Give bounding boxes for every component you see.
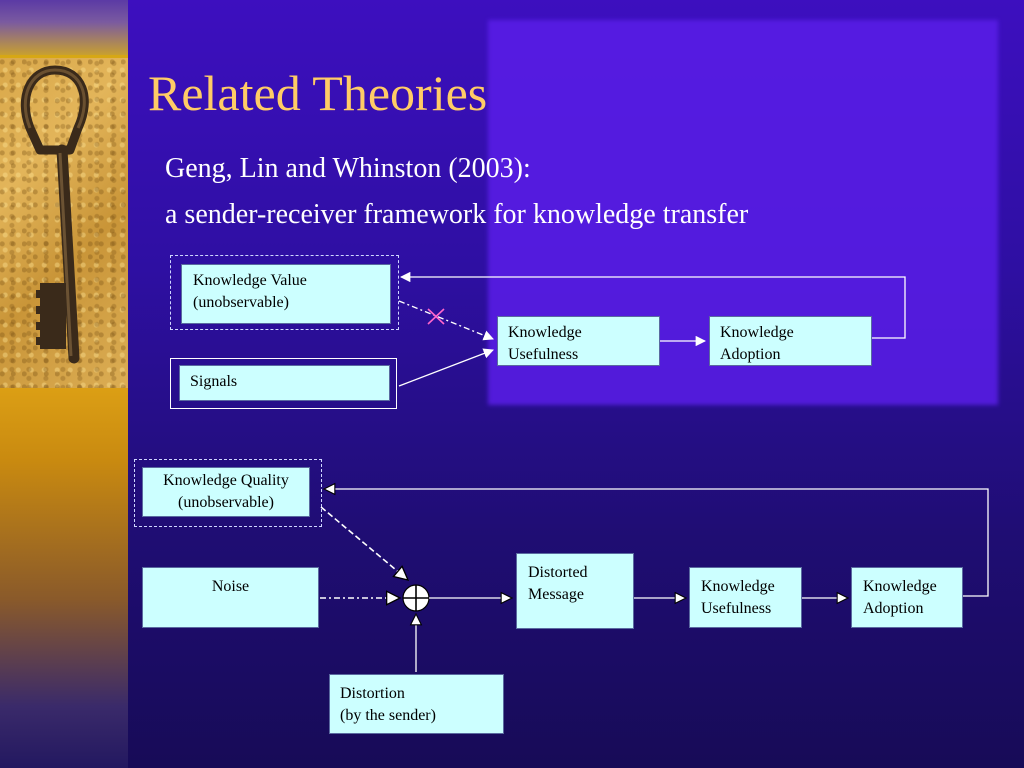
box-label: Knowledge (508, 324, 582, 341)
quality-to-combiner-arrow (320, 506, 408, 580)
box-label: (unobservable) (193, 294, 289, 311)
distorted-message-box: Distorted Message (516, 553, 634, 629)
box-label: (unobservable) (178, 494, 274, 511)
knowledge-usefulness-box-1: Knowledge Usefulness (497, 316, 660, 366)
slide-title: Related Theories (148, 65, 488, 121)
knowledge-usefulness-box-2: Knowledge Usefulness (689, 567, 802, 628)
box-label: Message (528, 586, 584, 603)
box-label: Adoption (720, 346, 781, 363)
knowledge-value-box: Knowledge Value (unobservable) (181, 264, 391, 324)
value-to-usefulness-arrow (398, 300, 494, 341)
signals-box: Signals (179, 365, 390, 401)
blocked-cross-icon (427, 308, 445, 325)
adoption-feedback-arrow-2 (324, 489, 989, 597)
box-label: Signals (190, 373, 238, 390)
knowledge-quality-frame (134, 459, 322, 527)
knowledge-value-frame (170, 255, 399, 330)
knowledge-adoption-box-2: Knowledge Adoption (851, 567, 963, 628)
box-label: Knowledge Quality (163, 472, 289, 489)
sidebar-band (0, 0, 128, 768)
summing-junction-icon (402, 584, 430, 612)
box-label: (by the sender) (340, 707, 436, 724)
noise-box: Noise (142, 567, 319, 628)
box-label: Knowledge Value (193, 272, 307, 289)
sidebar-top-band (0, 0, 128, 55)
citation-line: Geng, Lin and Whinston (2003): (165, 153, 531, 184)
adoption-feedback-arrow-1 (399, 271, 906, 339)
box-label: Knowledge (863, 578, 937, 595)
skeleton-key-icon (20, 65, 89, 364)
box-label: Usefulness (701, 600, 772, 617)
box-label: Knowledge (701, 578, 775, 595)
box-label: Noise (211, 578, 250, 595)
box-label: Usefulness (508, 346, 579, 363)
distortion-box: Distortion (by the sender) (329, 674, 504, 734)
box-label: Distortion (340, 685, 405, 702)
box-label: Distorted (528, 564, 588, 581)
box-label: Knowledge (720, 324, 794, 341)
framework-line: a sender-receiver framework for knowledg… (165, 199, 749, 230)
knowledge-adoption-box-1: Knowledge Adoption (709, 316, 872, 366)
knowledge-quality-box: Knowledge Quality (unobservable) (142, 467, 310, 517)
signals-to-usefulness-arrow (398, 348, 494, 387)
box-label: Adoption (863, 600, 924, 617)
key-image (0, 58, 128, 388)
signals-frame (170, 358, 397, 409)
